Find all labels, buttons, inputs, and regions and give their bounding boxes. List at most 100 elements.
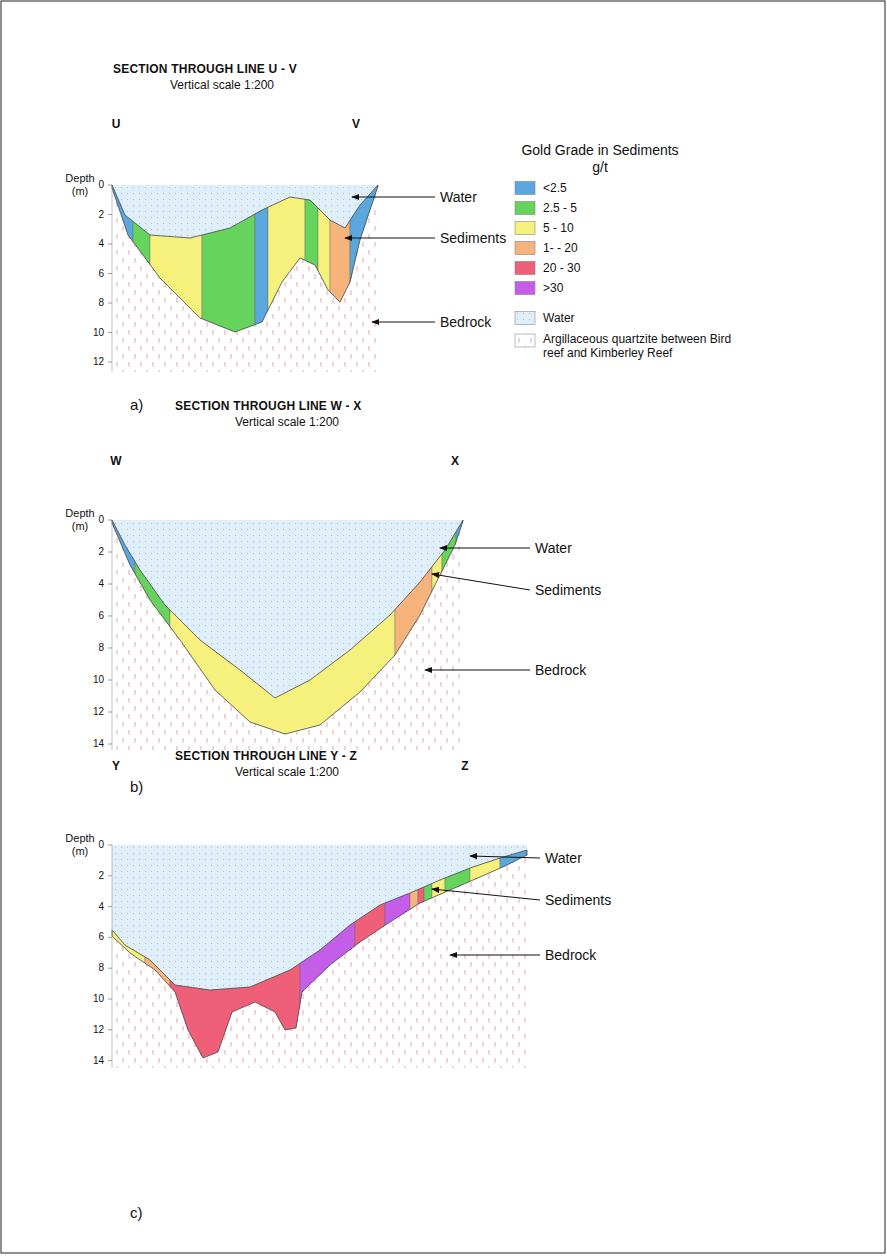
depth-axis — [112, 185, 113, 372]
depth-tick — [108, 648, 112, 649]
grade-column — [202, 185, 255, 372]
sediment-outline — [112, 185, 378, 332]
depth-tick — [108, 1029, 112, 1030]
bedrock-texture — [112, 845, 527, 1068]
depth-value: 10 — [93, 674, 104, 686]
depth-tick — [108, 999, 112, 1000]
legend-swatch — [515, 222, 535, 235]
cross-section — [108, 845, 540, 1068]
grade-column — [470, 845, 500, 1068]
grade-column — [112, 845, 145, 1068]
depth-tick — [108, 845, 112, 846]
bedrock-texture — [112, 520, 463, 750]
depth-tick — [108, 362, 112, 363]
line-end-letter: W — [110, 455, 121, 469]
grade-column — [395, 520, 432, 750]
depth-value: 6 — [98, 268, 104, 280]
depth-value: 10 — [93, 327, 104, 339]
grade-column — [385, 845, 410, 1068]
depth-value: 4 — [98, 901, 104, 913]
grade-column — [418, 845, 424, 1068]
sediment-outline — [112, 850, 527, 1058]
sediment-grades — [112, 185, 378, 372]
callout-label: Bedrock — [440, 314, 491, 330]
swatch-texture — [515, 312, 535, 325]
line-end-letter: X — [451, 455, 459, 469]
depth-value: 12 — [93, 706, 104, 718]
depth-value: 6 — [98, 610, 104, 622]
depth-tick — [108, 875, 112, 876]
legend-swatch — [515, 242, 535, 255]
bedrock-ground — [112, 185, 378, 372]
callout-label: Sediments — [545, 892, 611, 908]
legend-label: >30 — [543, 281, 563, 295]
grade-column — [445, 845, 470, 1068]
depth-tick — [108, 332, 112, 333]
depth-tick — [108, 1060, 112, 1061]
depth-tick — [108, 712, 112, 713]
section-title: SECTION THROUGH LINE Y - Z — [175, 750, 357, 764]
grade-column — [112, 185, 133, 372]
callout-label: Bedrock — [535, 662, 586, 678]
axis-unit: (m) — [72, 845, 89, 858]
depth-value: 8 — [98, 642, 104, 654]
grade-column — [500, 845, 527, 1068]
axis-unit: (m) — [72, 520, 89, 533]
cross-section — [108, 185, 435, 372]
depth-value: 2 — [98, 870, 104, 882]
callout-label: Water — [440, 189, 477, 205]
depth-tick — [108, 552, 112, 553]
legend-swatches — [515, 182, 535, 348]
depth-value: 2 — [98, 209, 104, 221]
sediment-outline — [112, 520, 463, 734]
depth-value: 4 — [98, 578, 104, 590]
depth-value: 14 — [93, 1055, 104, 1067]
callout-label: Water — [535, 540, 572, 556]
line-end-letter: Y — [112, 760, 120, 774]
depth-tick — [108, 214, 112, 215]
callout-label: Bedrock — [545, 947, 596, 963]
depth-value: 10 — [93, 993, 104, 1005]
grade-column — [350, 185, 378, 372]
grade-column — [150, 185, 202, 372]
bedrock-ground — [112, 520, 463, 750]
grade-column — [432, 520, 442, 750]
depth-tick — [108, 273, 112, 274]
callout-label: Sediments — [440, 230, 506, 246]
depth-tick — [108, 680, 112, 681]
legend-swatch — [515, 182, 535, 195]
grade-column — [305, 185, 318, 372]
bedrock-texture — [112, 185, 378, 372]
depth-value: 12 — [93, 356, 104, 368]
depth-axis — [112, 520, 113, 750]
grade-column — [300, 845, 355, 1068]
grade-column — [170, 845, 300, 1068]
legend-label: 20 - 30 — [543, 261, 580, 275]
part-letter: a) — [130, 396, 143, 413]
legend-swatch — [515, 282, 535, 295]
depth-value: 12 — [93, 1024, 104, 1036]
depth-tick — [108, 584, 112, 585]
axis-title: Depth — [65, 172, 94, 185]
legend-swatch — [515, 262, 535, 275]
scale-note: Vertical scale 1:200 — [235, 416, 339, 430]
legend-label: 2.5 - 5 — [543, 201, 577, 215]
grade-column — [170, 520, 395, 750]
callout-arrow — [440, 548, 530, 549]
line-end-letter: U — [112, 118, 121, 132]
callout-arrow — [470, 856, 540, 858]
legend-label: Water — [543, 311, 575, 325]
legend-label: Argillaceous quartzite between Bird reef… — [543, 332, 733, 361]
part-letter: c) — [130, 1204, 143, 1221]
depth-tick — [108, 968, 112, 969]
legend-title: Gold Grade in Sediments — [521, 142, 678, 158]
depth-tick — [108, 744, 112, 745]
line-end-letter: Z — [461, 760, 468, 774]
callout-arrow — [345, 238, 435, 239]
depth-tick — [108, 185, 112, 186]
axis-unit: (m) — [72, 185, 89, 198]
axis-title: Depth — [65, 507, 94, 520]
scale-note: Vertical scale 1:200 — [170, 79, 274, 93]
